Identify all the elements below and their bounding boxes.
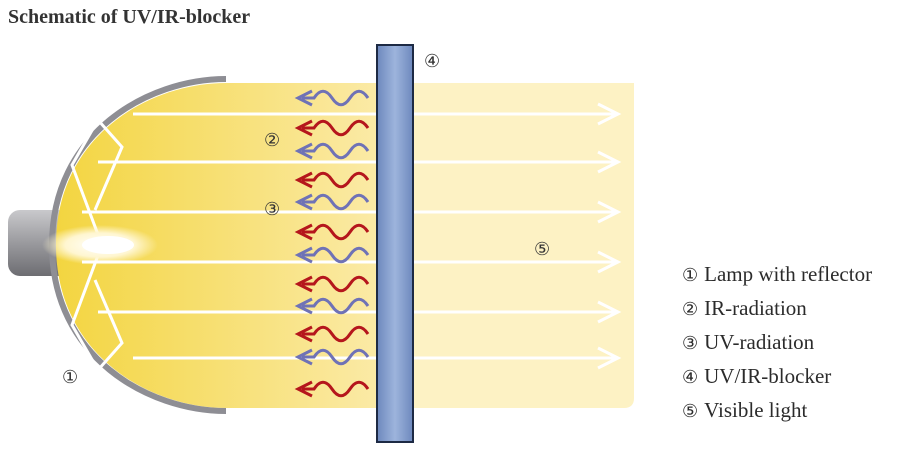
reflected-rays <box>70 117 124 373</box>
visible-light-rays <box>82 102 622 370</box>
ir-radiation-arrowhead <box>294 119 313 137</box>
ir-radiation-arrowhead <box>294 275 313 293</box>
ir-radiation-wave <box>302 275 370 293</box>
marker-ir: ② <box>264 130 280 151</box>
legend-label: Lamp with reflector <box>704 262 873 286</box>
uv-radiation-wave <box>302 348 370 366</box>
light-ray-arrowhead <box>597 102 622 126</box>
ir-radiation-arrowhead <box>294 325 313 343</box>
light-ray-arrowhead <box>597 300 622 324</box>
ir-radiation-arrowhead <box>294 223 313 241</box>
light-ray-arrowhead <box>597 346 622 370</box>
legend-number: ② <box>682 299 699 320</box>
ir-radiation-wave <box>302 380 370 398</box>
uv-radiation-arrowhead <box>294 348 313 366</box>
legend-number: ① <box>682 265 699 286</box>
visible-light-beam <box>412 83 634 408</box>
legend-number: ④ <box>682 367 699 388</box>
diagram-title: Schematic of UV/IR-blocker <box>8 6 251 28</box>
light-ray-arrowhead <box>597 250 622 274</box>
ir-radiation-wave <box>302 119 370 137</box>
reflected-radiation-waves <box>294 89 370 398</box>
uv-ir-blocker-glass <box>376 44 414 443</box>
uv-radiation-arrowhead <box>294 193 313 211</box>
uv-radiation-wave <box>302 142 370 160</box>
ir-radiation-wave <box>302 223 370 241</box>
light-ray-arrowhead <box>597 200 622 224</box>
marker-blocker: ④ <box>424 51 440 72</box>
ir-radiation-wave <box>302 325 370 343</box>
legend-label: UV-radiation <box>704 330 815 354</box>
lamp-light-beam <box>56 83 378 408</box>
marker-lamp: ① <box>62 367 78 388</box>
ir-radiation-arrowhead <box>294 380 313 398</box>
uv-radiation-arrowhead <box>294 89 313 107</box>
uv-radiation-wave <box>302 89 370 107</box>
uv-radiation-arrowhead <box>294 142 313 160</box>
legend-number: ③ <box>682 333 699 354</box>
ir-radiation-arrowhead <box>294 171 313 189</box>
uv-radiation-wave <box>302 193 370 211</box>
uv-radiation-arrowhead <box>294 297 313 315</box>
uv-radiation-wave <box>302 246 370 264</box>
uv-radiation-arrowhead <box>294 246 313 264</box>
lamp-filament <box>82 236 134 254</box>
legend-label: Visible light <box>704 398 808 422</box>
ir-radiation-wave <box>302 171 370 189</box>
marker-visible: ⑤ <box>534 239 550 260</box>
uv-radiation-wave <box>302 297 370 315</box>
light-ray-arrowhead <box>597 150 622 174</box>
marker-uv: ③ <box>264 199 280 220</box>
legend-label: UV/IR-blocker <box>704 364 832 388</box>
legend-number: ⑤ <box>682 401 699 422</box>
legend-label: IR-radiation <box>704 296 807 320</box>
